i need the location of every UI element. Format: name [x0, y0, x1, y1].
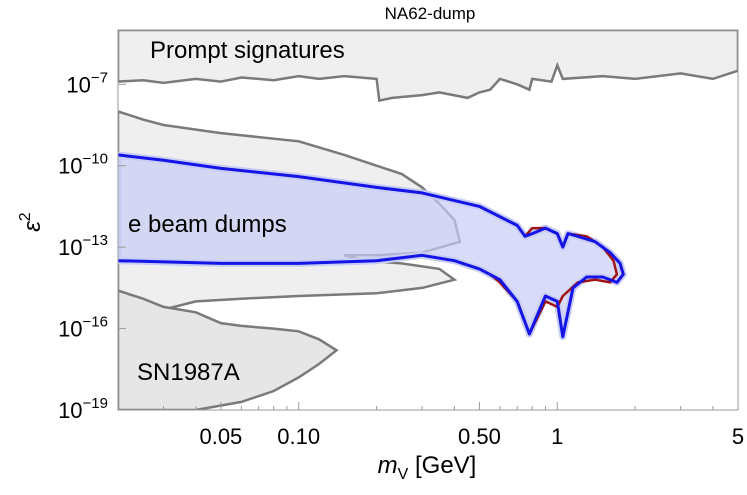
y-tick-label: 10−10 [58, 151, 108, 179]
x-tick-label: 5 [732, 424, 744, 449]
x-tick-label: 0.05 [199, 424, 242, 449]
x-axis-ticks: 0.05 0.10 0.50 1 5 [163, 402, 744, 449]
svg-text:ε2: ε2 [17, 212, 46, 232]
y-axis-ticks: 10−7 10−10 10−13 10−16 10−19 [58, 69, 126, 423]
blue-sensitivity-curve [118, 153, 625, 339]
y-tick-label: 10−19 [58, 395, 108, 423]
plot-frame [117, 29, 739, 411]
y-tick-label: 10−16 [58, 314, 108, 342]
sn1987a-label: SN1987A [137, 359, 240, 386]
y-tick-label: 10−13 [58, 232, 108, 260]
x-axis-label: mV [GeV] [378, 452, 477, 483]
e-beam-dumps-label: e beam dumps [128, 211, 287, 238]
sn1987a-region [118, 289, 339, 410]
y-axis-label: ε2 [17, 212, 46, 232]
prompt-region [118, 30, 738, 103]
series-group [118, 151, 627, 341]
x-tick-label: 0.50 [458, 424, 501, 449]
y-tick-label: 10−7 [66, 69, 108, 97]
x-tick-label: 0.10 [277, 424, 320, 449]
prompt-signatures-label: Prompt signatures [150, 37, 345, 64]
chart-title: NA62-dump [385, 4, 476, 23]
x-tick-label: 1 [551, 424, 563, 449]
